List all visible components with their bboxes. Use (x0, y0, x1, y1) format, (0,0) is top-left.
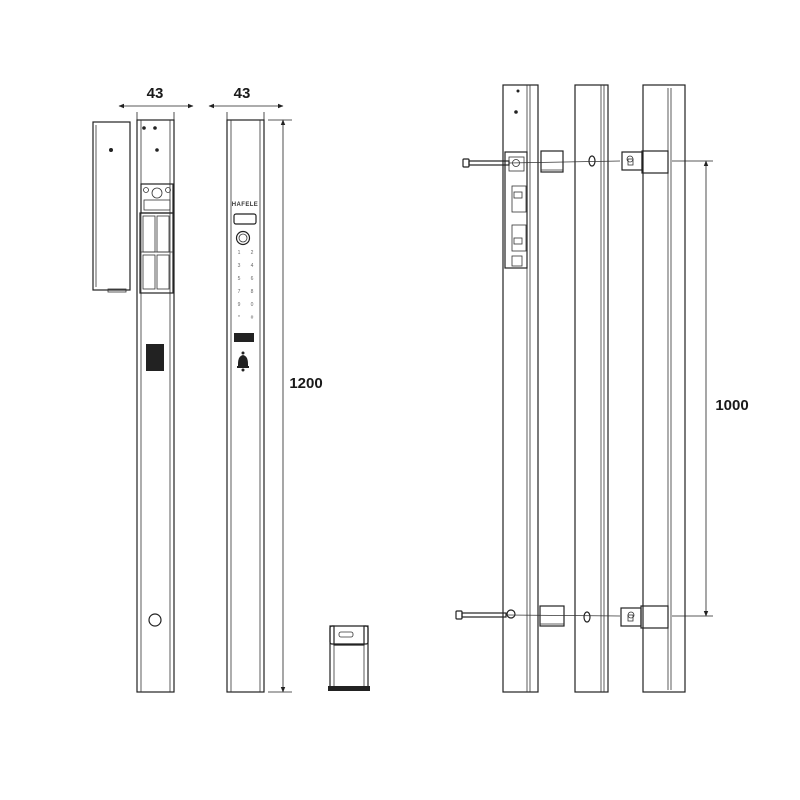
key-8: 8 (251, 289, 254, 295)
key-7: 7 (238, 289, 241, 295)
bell-icon (237, 351, 249, 372)
spacing-dimension: 1000 (672, 160, 749, 617)
key-6: 6 (251, 276, 254, 282)
height-label: 1200 (289, 375, 322, 392)
spacing-label: 1000 (715, 397, 748, 414)
key-2: 2 (251, 250, 254, 256)
brand-logo: HAFELE (232, 202, 258, 208)
key-4: 4 (251, 263, 254, 269)
lock-body-back (136, 119, 175, 693)
keypad: 1 2 3 4 5 6 7 8 9 0 * # (238, 250, 254, 321)
door-panel (574, 84, 609, 693)
mounting-bolt-top (462, 158, 510, 168)
width-dimension-front: 43 (208, 85, 284, 124)
lock-side-profile (502, 84, 539, 693)
spacer-blocks (539, 150, 565, 627)
mounting-axis-lines (505, 160, 621, 617)
handle-bar (620, 84, 686, 693)
key-9: 9 (238, 302, 241, 308)
width-dimension-back: 43 (118, 85, 194, 124)
key-0: 0 (251, 302, 254, 308)
key-5: 5 (238, 276, 241, 282)
width-label-front: 43 (234, 85, 251, 102)
cover-plate (92, 121, 131, 293)
key-1: 1 (238, 250, 241, 256)
key-star: * (238, 315, 240, 321)
lock-body-front: HAFELE 1 2 3 4 5 6 7 8 9 0 * # (226, 119, 265, 693)
height-dimension: 1200 (268, 119, 323, 693)
key-hash: # (251, 315, 254, 321)
strike-plate (328, 625, 370, 691)
mounting-bolt-bottom (455, 609, 516, 620)
width-label-back: 43 (147, 85, 164, 102)
key-3: 3 (238, 263, 241, 269)
